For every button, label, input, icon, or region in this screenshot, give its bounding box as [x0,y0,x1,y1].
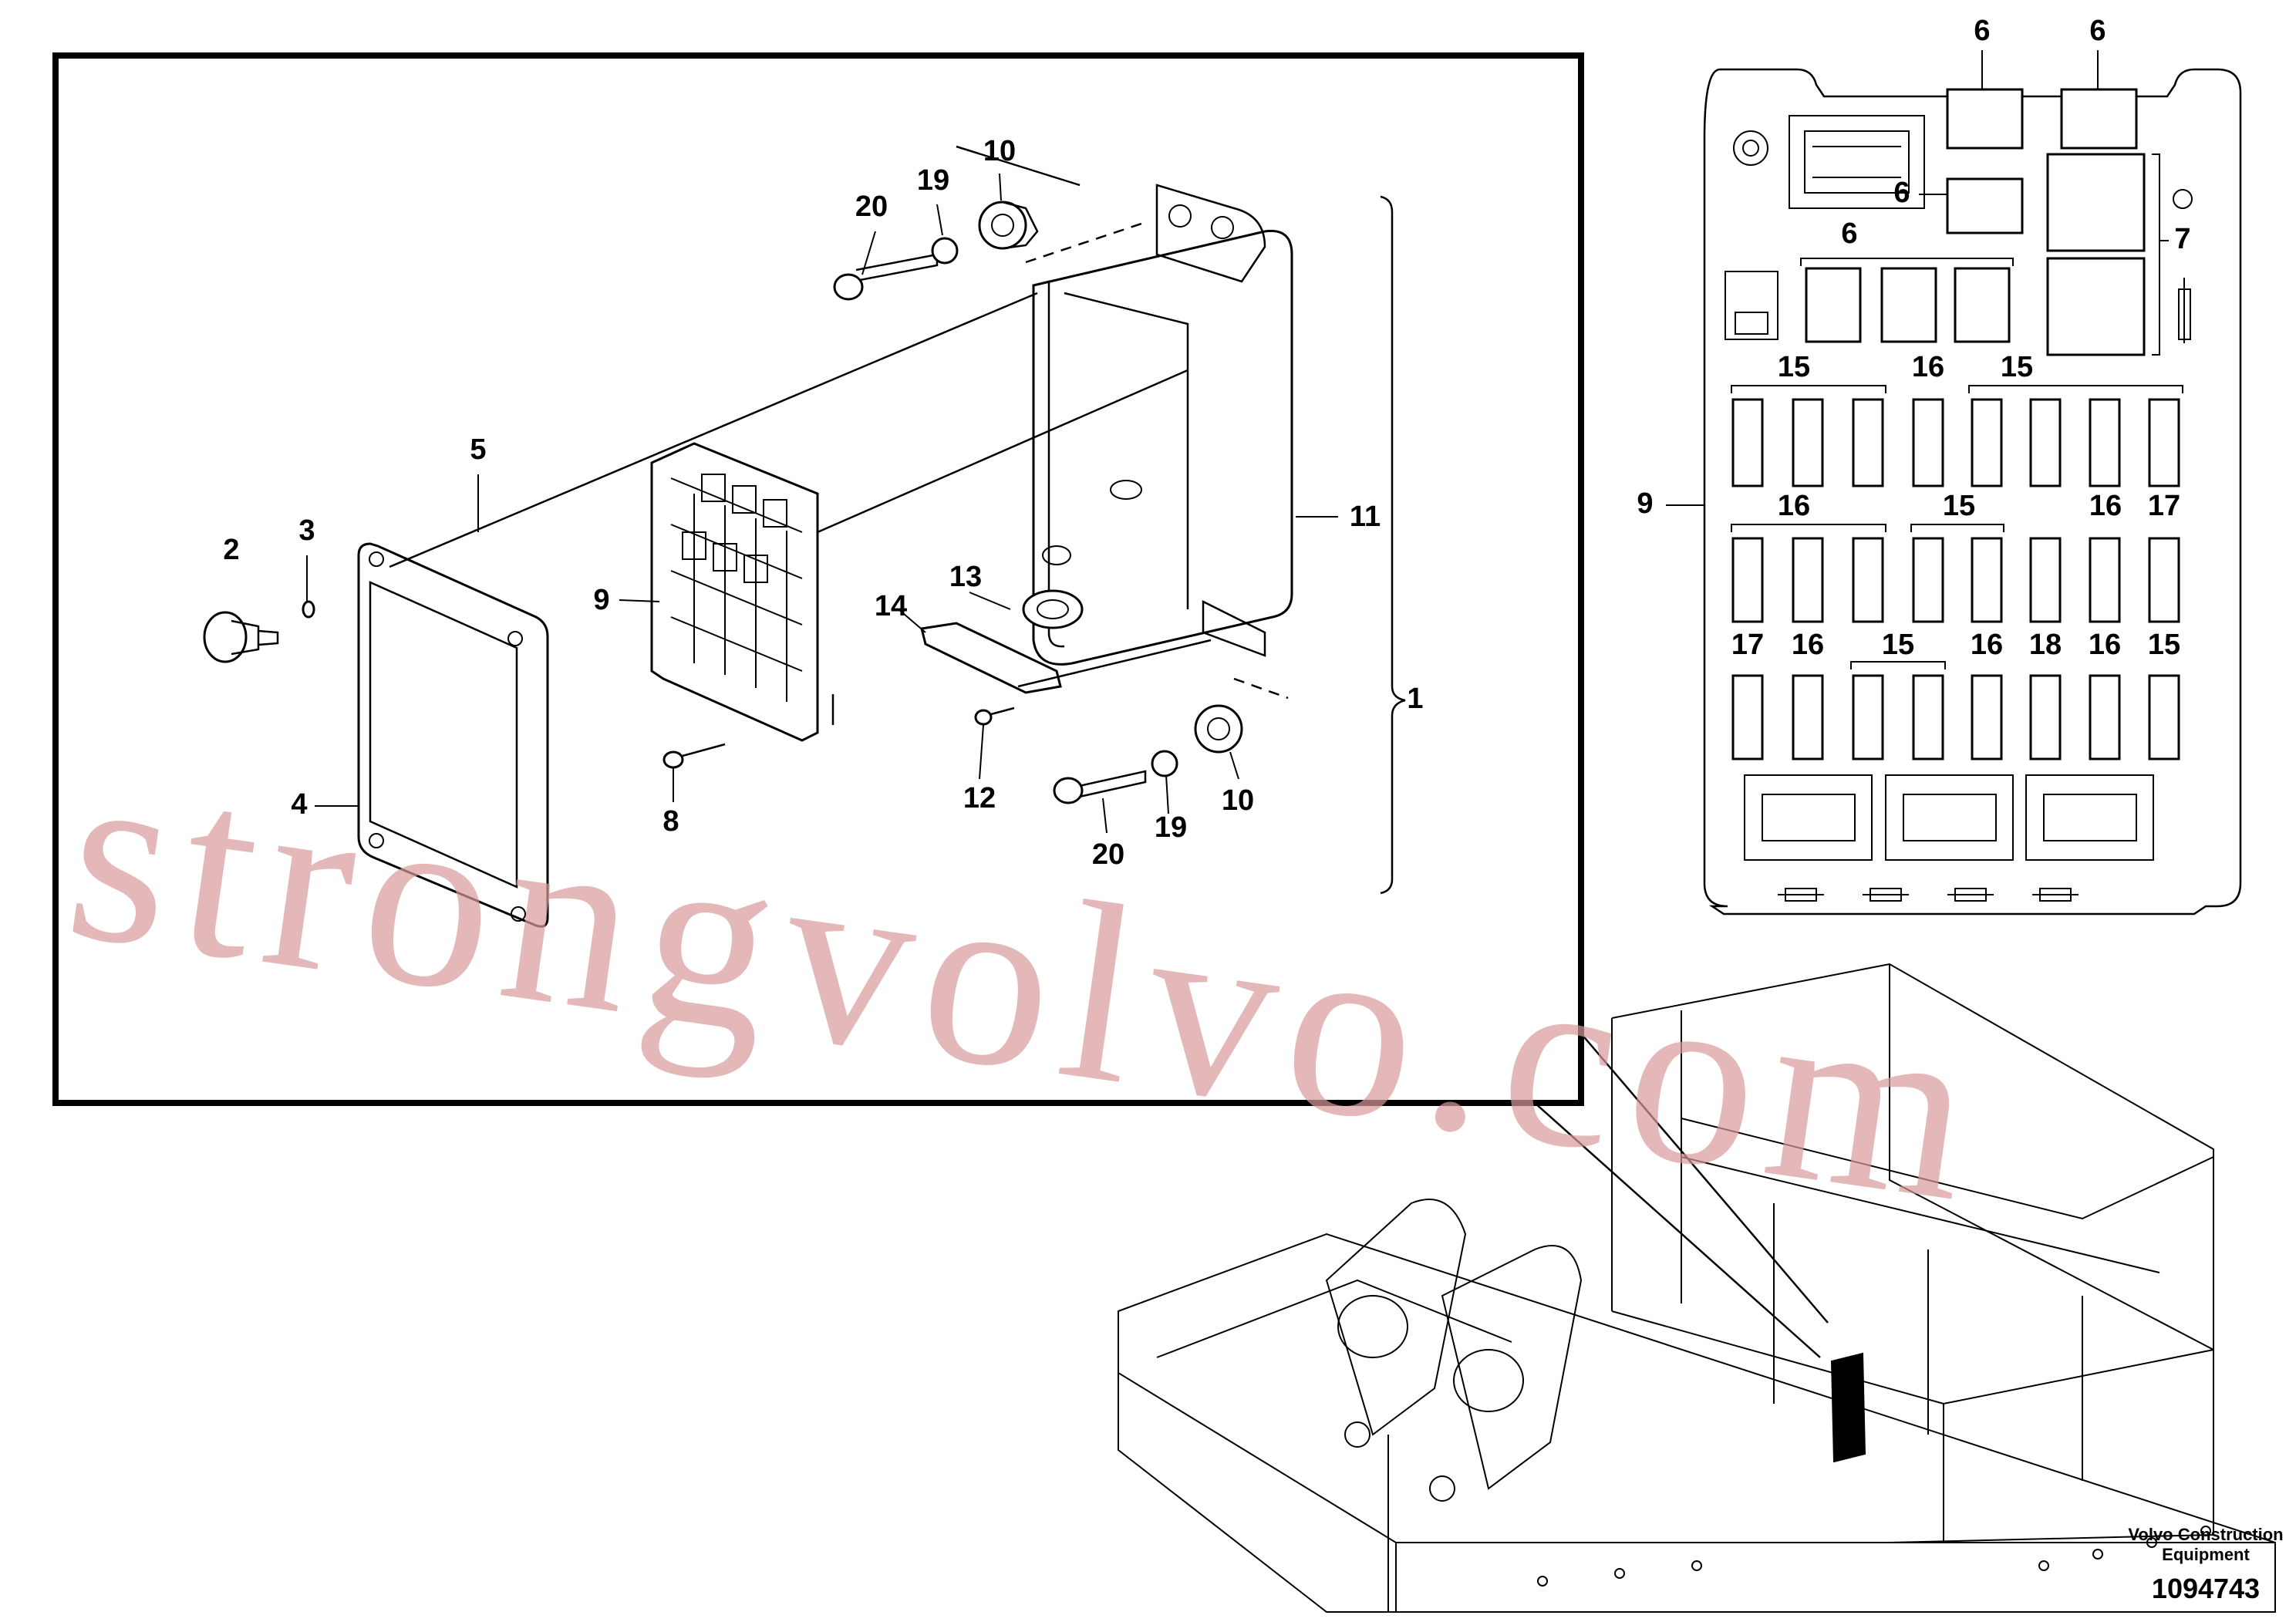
callout-10-top: 10 [983,135,1016,167]
fuse-row-1 [1731,398,2180,487]
callout-16-r3-c: 16 [2089,629,2121,661]
cover-plate [357,542,549,928]
callout-17-r2: 17 [2148,490,2180,522]
relay-7-lower [2046,257,2146,356]
relay-6-middle [1946,177,2024,234]
company-name-line2: Equipment [2162,1545,2250,1564]
callout-13: 13 [949,561,982,593]
explosion-lines [306,145,1338,834]
callout-11: 11 [1350,501,1381,533]
callout-6-middle: 6 [1893,177,1910,209]
callout-20-bottom: 20 [1092,838,1124,871]
location-highlight [1830,1352,1866,1463]
company-name-line1: Volvo Construction [2128,1525,2283,1544]
fuse-group-brackets [1666,50,2183,669]
callout-10-bottom: 10 [1222,784,1254,817]
relay-6-top-left [1946,88,2024,150]
callout-1: 1 [1407,683,1423,715]
watermark: strongvolvo.com [54,710,2001,1256]
callout-14: 14 [875,590,907,622]
exploded-callouts: 20 19 10 5 2 3 9 11 13 14 1 4 8 12 20 19… [223,135,1423,871]
callout-16-r1: 16 [1912,351,1944,383]
relay-6-top-right [2060,88,2138,150]
drawing-number: 1094743 [2152,1573,2260,1604]
callout-15-r1-left: 15 [1778,351,1810,383]
callout-15-r1-right: 15 [2001,351,2033,383]
callout-8: 8 [663,805,679,838]
small-screws [663,706,1015,769]
callout-19-bottom: 19 [1155,811,1187,844]
fuse-panel: 6 6 6 6 7 9 15 16 15 16 15 16 17 17 16 1… [1637,15,2242,916]
callout-6-top-right: 6 [2089,15,2106,47]
callout-16-r2-left: 16 [1778,490,1810,522]
callout-6-row: 6 [1841,218,1857,250]
callout-20-top: 20 [855,191,888,223]
callout-15-r2: 15 [1943,490,1975,522]
callout-9-panel: 9 [1637,487,1653,520]
relay-7-upper [2046,153,2146,252]
callout-4: 4 [291,788,307,821]
relay-6-row-a [1805,267,1862,343]
callout-6-top-left: 6 [1974,15,1990,47]
machine-frame-overview [1118,963,2276,1613]
callout-15-r3-b: 15 [2148,629,2180,661]
top-mounting-hardware [833,201,1039,301]
bottom-mounting-hardware [1053,704,1243,804]
exploded-view-frame [52,52,1584,1106]
callout-3: 3 [298,514,315,547]
callout-2: 2 [223,534,239,566]
callout-16-r3-a: 16 [1792,629,1824,661]
callout-5: 5 [470,433,486,466]
bottom-connectors [1744,774,2154,902]
callout-19-top: 19 [917,164,949,197]
callout-16-r3-b: 16 [1971,629,2003,661]
callout-9-exploded: 9 [593,584,609,616]
callout-7: 7 [2174,223,2190,255]
fuse-row-2 [1731,537,2180,623]
fuse-row-3 [1731,674,2180,760]
grommet-and-clip [920,589,1084,694]
callout-12: 12 [963,782,996,814]
relay-6-row-b [1880,267,1937,343]
callout-16-r2-right: 16 [2089,490,2122,522]
housing-box [1032,184,1293,666]
relay-board [650,442,819,742]
relay-6-row-c [1954,267,2011,343]
callout-17-r3: 17 [1731,629,1764,661]
knob-screw [203,600,315,663]
callout-15-r3-a: 15 [1882,629,1914,661]
assembly-bracket [1380,195,1406,895]
callout-18-r3: 18 [2029,629,2062,661]
